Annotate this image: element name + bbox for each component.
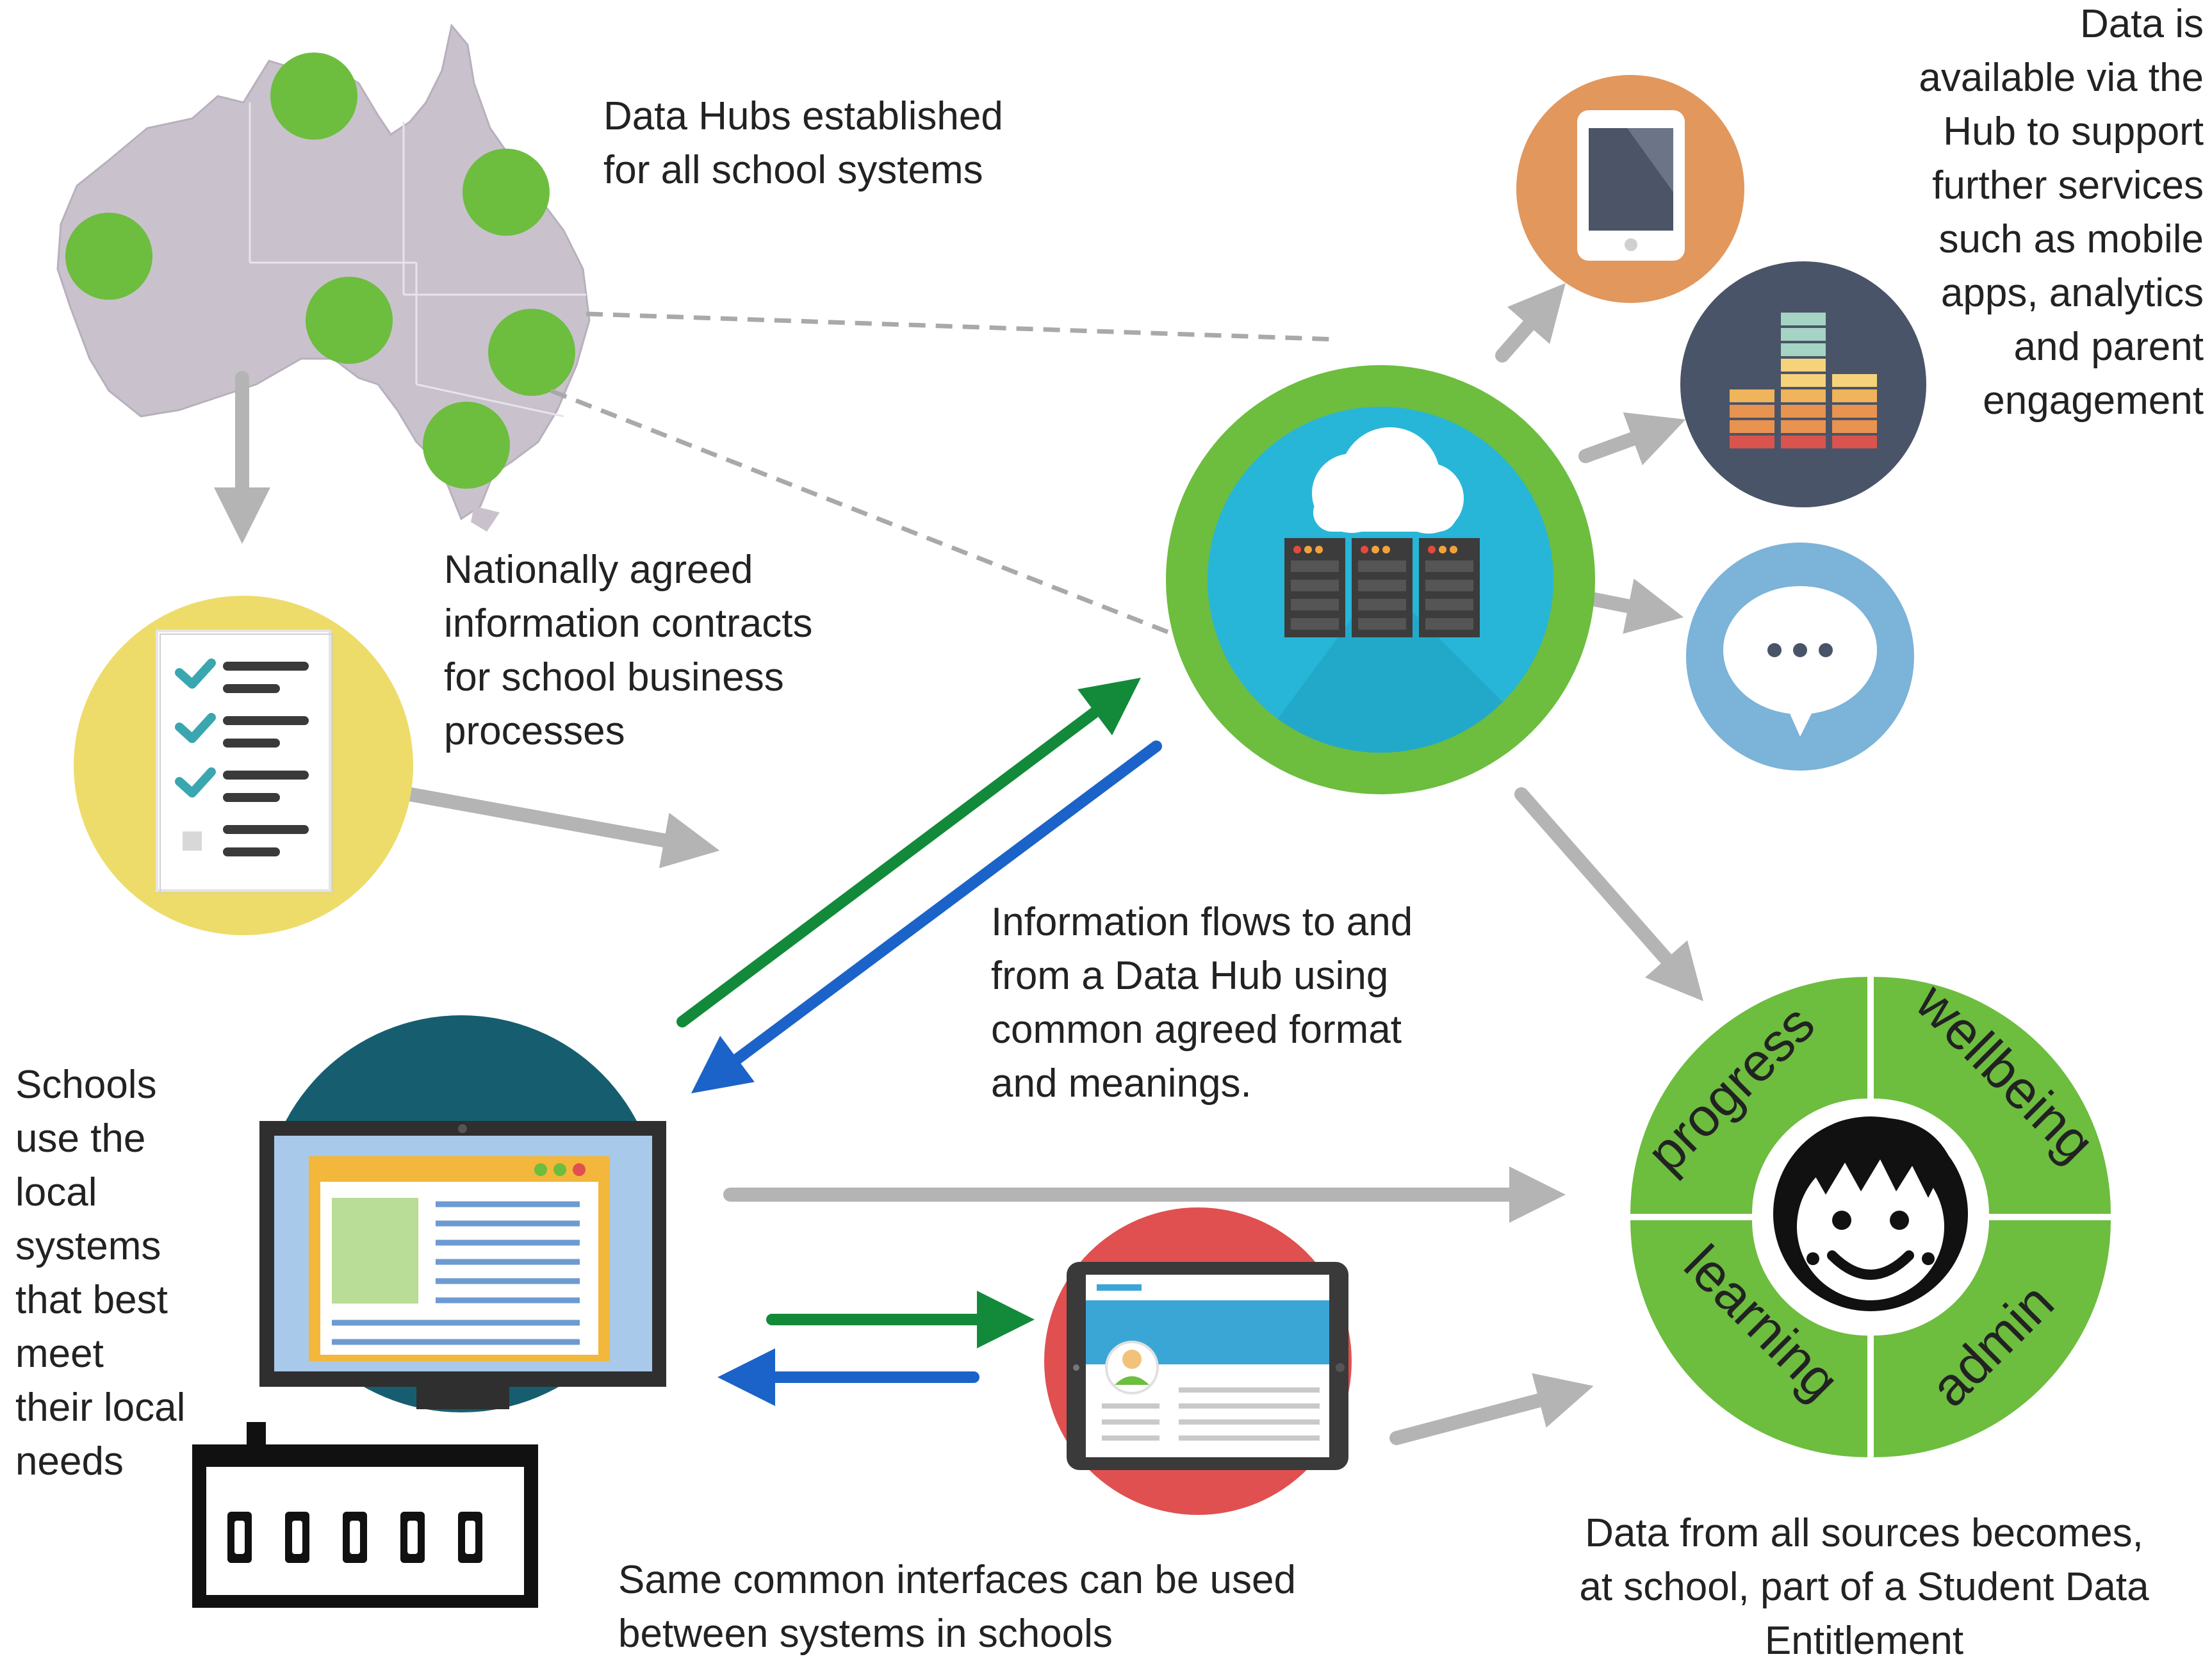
tablet-icon bbox=[1516, 75, 1744, 303]
hub-to-analytics-arrow bbox=[1578, 412, 1686, 466]
common-interfaces-caption: Same common interfaces can be used betwe… bbox=[618, 1558, 1296, 1656]
contracts-caption: Nationally agreed information contracts … bbox=[444, 548, 813, 753]
australia-map-icon bbox=[56, 23, 591, 532]
desktop-to-hub-arrow bbox=[676, 678, 1141, 1027]
cloud-shape bbox=[1312, 427, 1464, 534]
app-to-entitlement-arrow bbox=[1389, 1373, 1594, 1445]
server-racks bbox=[1284, 538, 1480, 637]
entitlement-caption: Data from all sources becomes, at school… bbox=[1579, 1511, 2149, 1663]
chat-icon bbox=[1686, 543, 1914, 771]
checklist-icon bbox=[74, 596, 413, 935]
flow-arrows bbox=[676, 678, 1162, 1406]
tablet-app-icon bbox=[1044, 1207, 1352, 1515]
desktop-monitor-icon bbox=[259, 1015, 666, 1412]
data-available-caption: Data is available via the Hub to support… bbox=[1919, 2, 2204, 423]
data-hubs-caption: Data Hubs established for all school sys… bbox=[603, 94, 1003, 192]
schools-caption: Schools use the local systems that best … bbox=[15, 1063, 186, 1484]
analytics-icon bbox=[1680, 261, 1926, 507]
hub-to-tablet-arrow bbox=[1495, 282, 1566, 363]
student-face-icon bbox=[1773, 1116, 1968, 1311]
gray-arrows bbox=[214, 282, 1704, 1445]
contracts-to-flow-arrow bbox=[403, 787, 720, 869]
hub-to-entitlement-arrow bbox=[1514, 787, 1704, 1002]
hub-to-chat-arrow bbox=[1585, 578, 1684, 634]
school-building-icon bbox=[192, 1422, 538, 1608]
hub-to-desktop-arrow bbox=[691, 740, 1162, 1093]
map-hub-connectors bbox=[550, 311, 1339, 646]
info-flows-caption: Information flows to and from a Data Hub… bbox=[991, 900, 1413, 1106]
cloud-server-icon bbox=[1166, 365, 1595, 794]
entitlement-ring: progress wellbeing learning admin bbox=[1630, 972, 2111, 1457]
